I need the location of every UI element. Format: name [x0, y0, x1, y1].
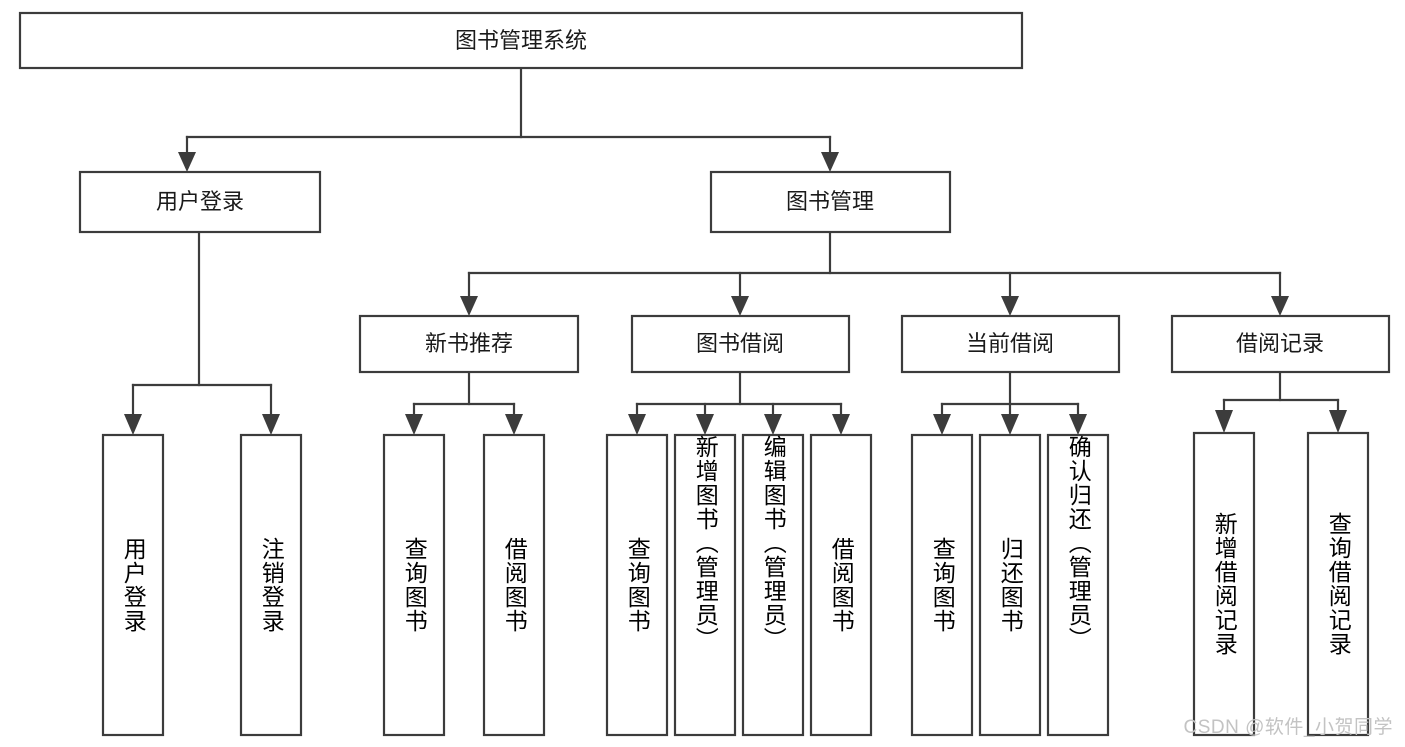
- label-root: 图书管理系统: [455, 28, 587, 53]
- connector-group-records: [1215, 370, 1347, 433]
- leaf-box-user-login[interactable]: [101, 433, 165, 737]
- arrow-current-leaf-2: [1001, 414, 1019, 435]
- arrow-root-to-userlogin: [178, 152, 196, 172]
- arrow-userlogin-leaf-2: [262, 414, 280, 435]
- leaf-box-add-book-admin[interactable]: [673, 433, 737, 737]
- node-box-borrow-records[interactable]: [1170, 314, 1391, 374]
- connector-group-userlogin: [124, 230, 280, 435]
- leaf-box-query-borrow-record[interactable]: [1306, 431, 1370, 737]
- arrow-newbook-leaf-2: [505, 414, 523, 435]
- connector-group-newbook: [405, 370, 523, 435]
- arrow-current-leaf-3: [1069, 414, 1087, 435]
- label-current-borrow: 当前借阅: [966, 331, 1054, 356]
- arrow-root-to-bookmgmt: [821, 152, 839, 172]
- label-borrow-records: 借阅记录: [1236, 331, 1324, 356]
- connector-group-root: [178, 66, 839, 172]
- arrow-borrow-leaf-4: [832, 414, 850, 435]
- leaf-box-borrow-book-2[interactable]: [809, 433, 873, 737]
- arrow-borrow-leaf-1: [628, 414, 646, 435]
- label-book-borrow: 图书借阅: [696, 331, 784, 356]
- arrow-bookmgmt-child-2: [731, 296, 749, 316]
- arrow-borrow-leaf-3: [764, 414, 782, 435]
- node-box-root[interactable]: [18, 11, 1024, 70]
- arrow-newbook-leaf-1: [405, 414, 423, 435]
- leaf-box-query-book-2[interactable]: [605, 433, 669, 737]
- label-new-book-recommend: 新书推荐: [425, 331, 513, 356]
- connector-group-bookmgmt: [460, 230, 1289, 316]
- arrow-bookmgmt-child-4: [1271, 296, 1289, 316]
- leaf-box-add-borrow-record[interactable]: [1192, 431, 1256, 737]
- leaf-box-logout[interactable]: [239, 433, 303, 737]
- arrow-current-leaf-1: [933, 414, 951, 435]
- arrow-records-leaf-2: [1329, 410, 1347, 433]
- connector-group-borrow: [628, 370, 850, 435]
- arrow-borrow-leaf-2: [696, 414, 714, 435]
- leaf-box-query-book-1[interactable]: [382, 433, 446, 737]
- leaf-box-edit-book-admin[interactable]: [741, 433, 805, 737]
- arrow-bookmgmt-child-3: [1001, 296, 1019, 316]
- leaf-box-confirm-return-admin[interactable]: [1046, 433, 1110, 737]
- leaf-box-query-book-3[interactable]: [910, 433, 974, 737]
- leaf-box-return-book[interactable]: [978, 433, 1042, 737]
- watermark-text: CSDN @软件_小贺同学: [1183, 717, 1393, 738]
- arrow-records-leaf-1: [1215, 410, 1233, 433]
- node-box-book-management[interactable]: [709, 170, 952, 234]
- node-box-user-login[interactable]: [78, 170, 322, 234]
- label-book-management: 图书管理: [786, 189, 874, 214]
- node-box-book-borrow[interactable]: [630, 314, 851, 374]
- connector-group-current: [933, 370, 1087, 435]
- label-user-login: 用户登录: [156, 189, 244, 214]
- arrow-userlogin-leaf-1: [124, 414, 142, 435]
- leaf-box-borrow-book-1[interactable]: [482, 433, 546, 737]
- node-box-new-book-recommend[interactable]: [358, 314, 580, 374]
- node-box-current-borrow[interactable]: [900, 314, 1121, 374]
- arrow-bookmgmt-child-1: [460, 296, 478, 316]
